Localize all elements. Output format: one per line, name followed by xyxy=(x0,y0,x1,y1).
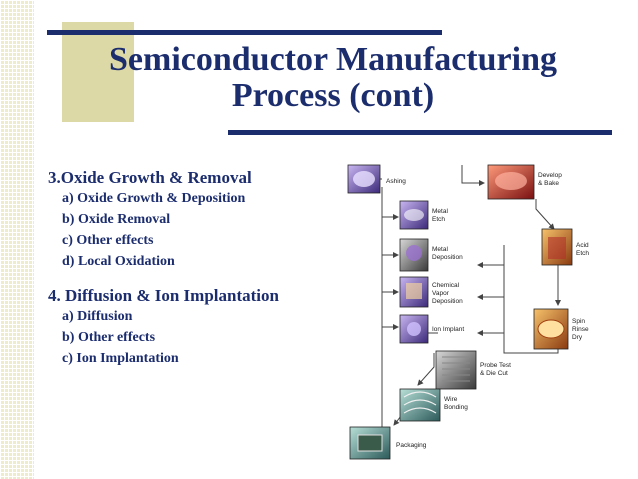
slide-title-line2: Process (cont) xyxy=(231,77,435,114)
step-chemical-vapor-deposition: Chemical Vapor Deposition xyxy=(399,276,463,308)
step-label: Spin xyxy=(572,318,585,325)
step-label: Packaging xyxy=(396,442,427,449)
step-develop-bake: Develop & Bake xyxy=(487,164,562,200)
section-heading: 4. Diffusion & Ion Implantation xyxy=(48,286,279,305)
step-label: Develop xyxy=(538,172,562,179)
step-label: Ion Implant xyxy=(432,326,464,333)
section-list: a) Diffusion b) Other effects c) Ion Imp… xyxy=(48,306,348,369)
section-heading: 3.Oxide Growth & Removal xyxy=(48,168,252,187)
list-item: c) Ion Implantation xyxy=(62,351,179,366)
step-label: Etch xyxy=(576,250,589,257)
step-label: Dry xyxy=(572,334,583,341)
list-item: a) Diffusion xyxy=(62,309,133,324)
flow-connectors xyxy=(349,165,561,447)
step-metal-etch: Metal Etch xyxy=(399,200,448,230)
step-label: Acid xyxy=(576,242,589,249)
slide-title-line1: Semiconductor Manufacturing xyxy=(109,41,557,78)
step-label: Wire xyxy=(444,396,458,403)
section-list: a) Oxide Growth & Deposition b) Oxide Re… xyxy=(48,188,348,272)
step-spin-rinse-dry: Spin Rinse Dry xyxy=(533,308,589,350)
step-metal-deposition: Metal Deposition xyxy=(399,238,463,272)
title-top-rule xyxy=(47,30,442,35)
step-label: Etch xyxy=(432,216,445,223)
list-item: b) Oxide Removal xyxy=(62,212,171,227)
step-label: Vapor xyxy=(432,290,450,297)
step-label: Metal xyxy=(432,208,448,215)
slide-content: 3.Oxide Growth & Removal a) Oxide Growth… xyxy=(48,168,348,369)
step-label: & Die Cut xyxy=(480,370,508,377)
step-acid-etch: Acid Etch xyxy=(541,228,589,266)
title-accent-block xyxy=(62,22,134,122)
step-label: Ashing xyxy=(386,178,406,185)
step-ion-implant: Ion Implant xyxy=(399,314,464,344)
process-flow-diagram: Ashing Develop & Bake Metal Etch Metal D… xyxy=(347,164,589,460)
list-item: b) Other effects xyxy=(62,330,156,345)
step-ashing: Ashing xyxy=(347,164,406,194)
step-label: Rinse xyxy=(572,326,589,333)
list-item: d) Local Oxidation xyxy=(62,254,175,269)
step-wire-bonding: Wire Bonding xyxy=(399,388,468,422)
step-packaging: Packaging xyxy=(349,426,427,460)
title-bottom-rule xyxy=(228,130,612,135)
list-item: c) Other effects xyxy=(62,233,154,248)
step-label: Deposition xyxy=(432,254,463,261)
step-label: Deposition xyxy=(432,298,463,305)
step-label: & Bake xyxy=(538,180,559,187)
step-label: Probe Test xyxy=(480,362,511,369)
background-pattern xyxy=(0,0,34,479)
step-probe-test: Probe Test & Die Cut xyxy=(435,350,511,390)
step-label: Chemical xyxy=(432,282,460,289)
step-label: Bonding xyxy=(444,404,468,411)
slide-title: Semiconductor Manufacturing Process (con… xyxy=(45,42,621,114)
list-item: a) Oxide Growth & Deposition xyxy=(62,191,246,206)
step-label: Metal xyxy=(432,246,448,253)
